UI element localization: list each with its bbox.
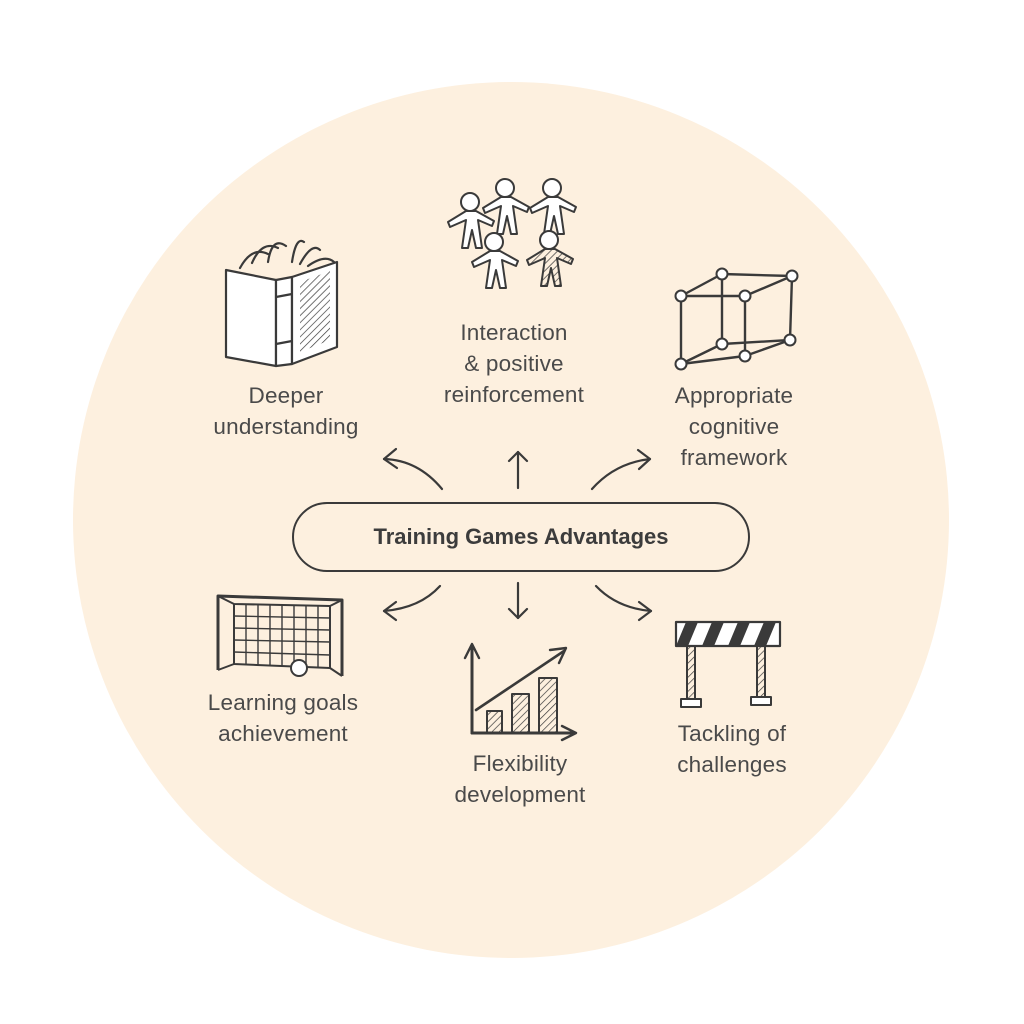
label-learning-goals: Learning goals achievement xyxy=(192,687,374,749)
label-line: Flexibility xyxy=(472,751,568,776)
label-line: framework xyxy=(680,445,788,470)
label-flexibility-development: Flexibility development xyxy=(430,748,610,810)
label-line: Interaction xyxy=(460,320,568,345)
open-book-icon xyxy=(224,239,339,368)
label-line: reinforcement xyxy=(443,382,585,407)
label-line: achievement xyxy=(218,721,348,746)
label-line: challenges xyxy=(677,752,787,777)
arrow-up-right xyxy=(590,448,652,491)
label-deeper-understanding: Deeper understanding xyxy=(196,380,376,442)
label-appropriate-framework: Appropriate cognitive framework xyxy=(650,380,818,473)
label-line: & positive xyxy=(464,351,564,376)
label-tackling-challenges: Tackling of challenges xyxy=(652,718,812,780)
growth-bar-chart-icon xyxy=(463,642,578,742)
hurdle-barrier-icon xyxy=(674,620,782,708)
label-line: Learning goals xyxy=(207,690,359,715)
label-line: Appropriate xyxy=(674,383,794,408)
arrow-up xyxy=(507,450,529,490)
arrow-up-left xyxy=(382,447,444,491)
arrow-down-right xyxy=(594,584,653,622)
soccer-goal-icon xyxy=(216,594,344,677)
central-topic-title: Training Games Advantages xyxy=(373,524,669,549)
label-line: understanding xyxy=(213,414,359,439)
arrow-down xyxy=(507,581,529,620)
label-line: cognitive xyxy=(688,414,780,439)
arrow-down-left xyxy=(382,584,442,622)
label-line: development xyxy=(454,782,586,807)
central-topic-box: Training Games Advantages xyxy=(292,502,750,572)
people-circle-icon xyxy=(447,178,577,289)
label-line: Deeper xyxy=(248,383,324,408)
wireframe-cube-icon xyxy=(674,267,799,371)
label-interaction-reinforcement: Interaction & positive reinforcement xyxy=(420,317,608,410)
label-line: Tackling of xyxy=(677,721,787,746)
